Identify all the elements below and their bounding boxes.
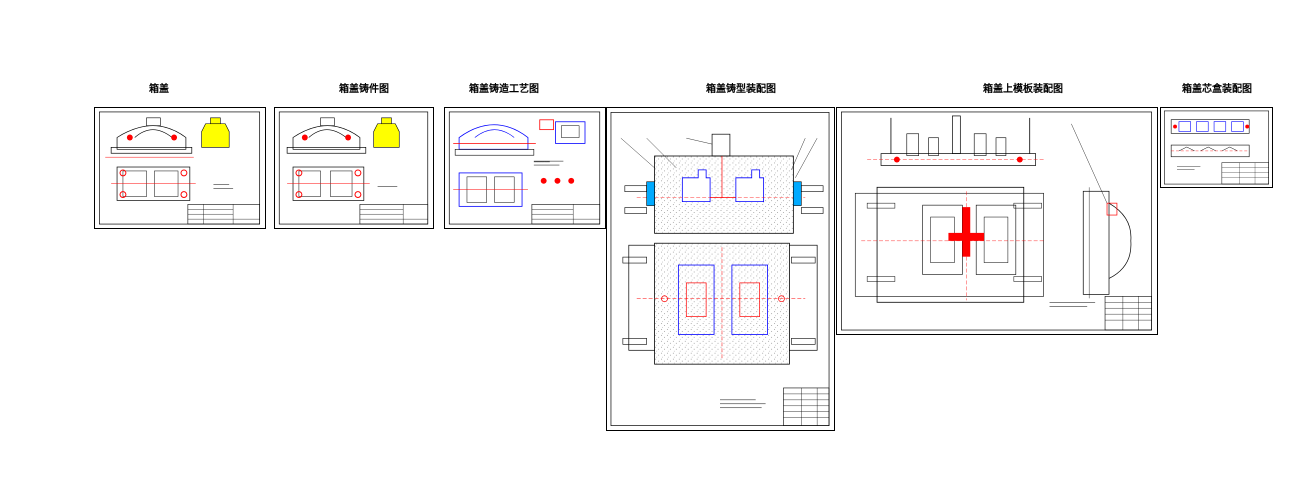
drawing-sheet-1[interactable]: [94, 107, 266, 229]
sheet-title-6: 箱盖芯盒装配图: [1182, 84, 1252, 95]
drawing-sheet-2[interactable]: [274, 107, 434, 229]
sheet-title-4: 箱盖铸型装配图: [706, 84, 776, 95]
sheet-title-2: 箱盖铸件图: [339, 84, 389, 95]
svg-text:━━━━━━━━━: ━━━━━━━━━: [533, 160, 550, 164]
pattern-plate-assembly-drawing: [841, 111, 1152, 331]
sheet-title-3: 箱盖铸造工艺图: [469, 84, 539, 95]
drawing-sheet-4[interactable]: [606, 107, 835, 431]
drawing-sheet-3[interactable]: ━━━━━━━━━: [444, 107, 606, 229]
sheet-title-5: 箱盖上模板装配图: [983, 84, 1063, 95]
casting-drawing: [278, 111, 429, 225]
mold-assembly-drawing: [610, 112, 830, 426]
drawing-sheet-5[interactable]: [836, 107, 1158, 335]
part-drawing: [99, 111, 261, 225]
sheet-title-1: 箱盖: [149, 84, 169, 95]
core-box-assembly-drawing: [1164, 110, 1269, 185]
casting-process-drawing: ━━━━━━━━━: [448, 111, 601, 225]
drawing-sheet-6[interactable]: [1160, 107, 1273, 188]
